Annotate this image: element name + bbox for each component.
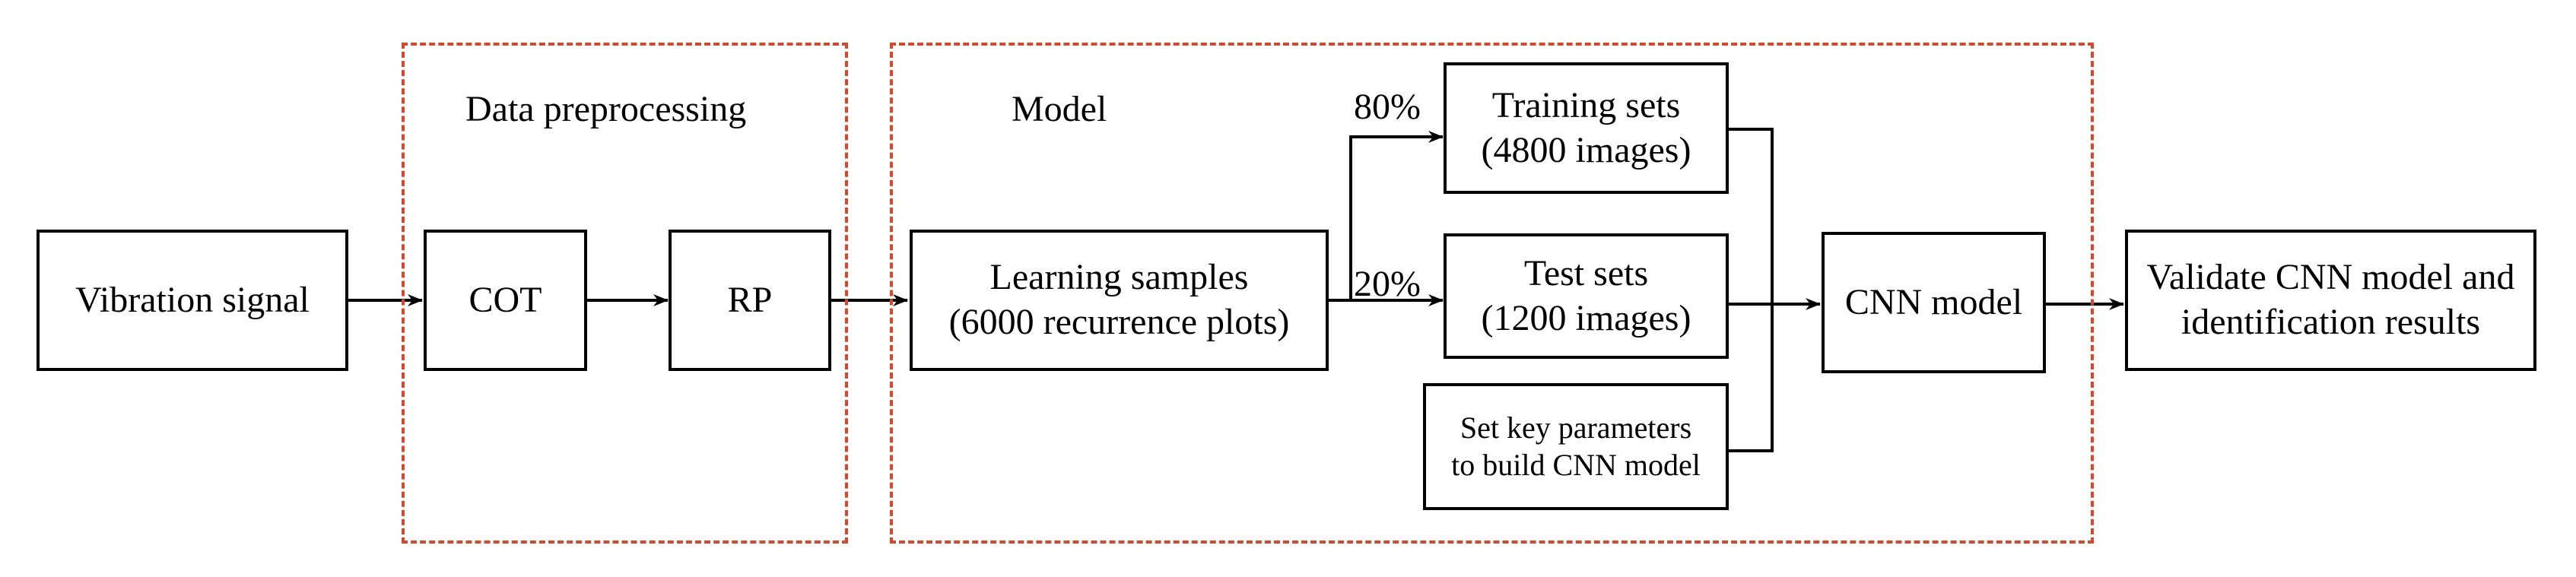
model-region-title: Model [1012, 89, 1107, 129]
rp-label: RP [727, 279, 773, 320]
test-sets-line-2: (1200 images) [1481, 297, 1691, 338]
cot-node: COT [424, 230, 587, 371]
learning-samples-node: Learning samples (6000 recurrence plots) [910, 230, 1329, 371]
vibration-signal-node: Vibration signal [37, 230, 348, 371]
validate-results-node: Validate CNN model and identification re… [2125, 230, 2536, 371]
model-region [890, 43, 2094, 544]
training-sets-line-2: (4800 images) [1481, 129, 1691, 170]
training-sets-line-1: Training sets [1491, 84, 1681, 125]
learning-samples-line-1: Learning samples [989, 257, 1249, 298]
preprocessing-region-title: Data preprocessing [465, 89, 747, 129]
test-sets-node: Test sets (1200 images) [1444, 233, 1729, 359]
validate-results-line-1: Validate CNN model and [2146, 257, 2515, 298]
test-sets-line-1: Test sets [1523, 252, 1649, 293]
cnn-model-label: CNN model [1844, 281, 2023, 322]
key-parameters-line-1: Set key parameters [1460, 410, 1692, 445]
vibration-signal-label: Vibration signal [75, 279, 310, 320]
learning-samples-line-2: (6000 recurrence plots) [948, 302, 1290, 342]
cot-label: COT [469, 279, 542, 320]
key-parameters-node: Set key parameters to build CNN model [1423, 383, 1729, 510]
connector-params [1727, 304, 1774, 452]
connector-training [1727, 128, 1774, 304]
arrow-learning-to-training [1327, 131, 1444, 302]
validate-results-line-2: identification results [2181, 302, 2481, 342]
training-sets-node: Training sets (4800 images) [1444, 62, 1729, 194]
rp-node: RP [669, 230, 831, 371]
key-parameters-line-2: to build CNN model [1451, 447, 1701, 482]
cnn-model-node: CNN model [1822, 232, 2046, 373]
train-split-label: 80% [1354, 87, 1421, 127]
test-split-label: 20% [1354, 264, 1421, 304]
preprocessing-region [402, 43, 848, 544]
